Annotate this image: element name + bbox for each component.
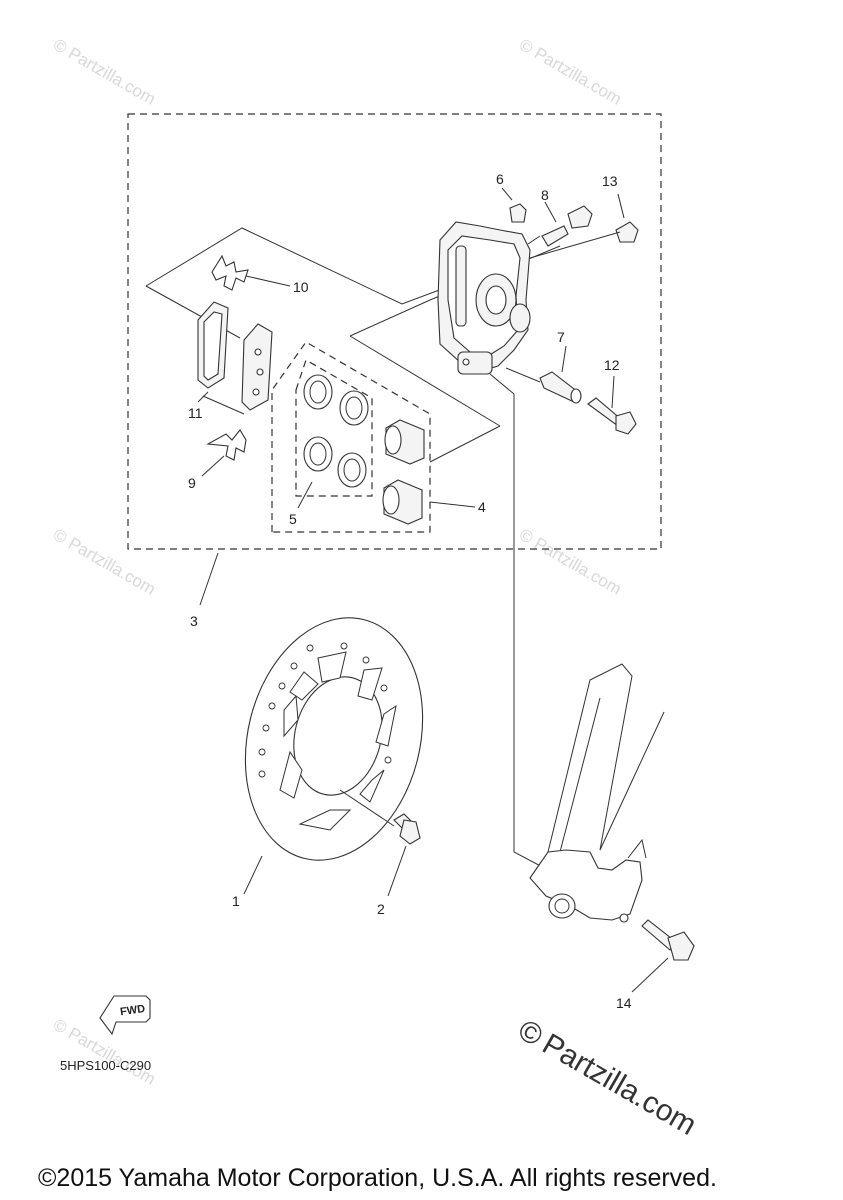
fwd-arrow-icon: FWD <box>99 995 151 1036</box>
watermark-top-right: © Partzilla.com <box>516 35 625 109</box>
pad-spring-10: 10 <box>211 254 309 295</box>
caliper-pin-7: 7 <box>539 329 582 404</box>
bolt-12: 12 <box>587 357 637 435</box>
callout-11: 11 <box>188 405 203 421</box>
callout-5: 5 <box>289 511 297 527</box>
callout-14: 14 <box>616 995 632 1011</box>
callout-1: 1 <box>232 893 240 909</box>
fwd-label: FWD <box>119 1003 146 1018</box>
callout-6: 6 <box>496 171 504 187</box>
callout-8: 8 <box>541 187 549 203</box>
pistons-4: 4 <box>382 419 486 525</box>
caliper-assembly-boundary <box>127 113 662 550</box>
bolt-14: 14 <box>616 919 695 1011</box>
brake-pads-11: 11 <box>188 301 273 421</box>
callout-12: 12 <box>604 357 620 373</box>
cap-13: 13 <box>602 173 639 243</box>
brake-disc-1: 1 <box>232 617 424 909</box>
callout-2: 2 <box>377 901 385 917</box>
caliper-mount-leader <box>489 373 549 871</box>
diagram-code: 5HPS100-C290 <box>60 1058 151 1073</box>
callout-10: 10 <box>293 279 309 295</box>
piston-seals-5: 5 <box>289 374 369 527</box>
caliper-body <box>437 221 531 375</box>
copyright-footer: ©2015 Yamaha Motor Corporation, U.S.A. A… <box>38 1164 717 1192</box>
callout-9: 9 <box>188 475 196 491</box>
watermark-bottom-left: © Partzilla.com <box>50 1015 159 1089</box>
callout-3: 3 <box>190 613 198 629</box>
watermarks: © Partzilla.com © Partzilla.com © Partzi… <box>50 35 625 1089</box>
callout-7: 7 <box>557 329 565 345</box>
pad-group-outline <box>145 227 451 305</box>
callout-4: 4 <box>478 499 486 515</box>
watermark-top-left: © Partzilla.com <box>50 35 159 109</box>
front-fork-leg <box>529 663 665 923</box>
callout-13: 13 <box>602 173 618 189</box>
bleed-cap-6: 6 <box>496 171 527 223</box>
watermark-large-text: Partzilla.com <box>537 1027 702 1141</box>
disc-bolt-2: 2 <box>339 789 421 917</box>
partzilla-large-watermark: © Partzilla.com <box>513 1013 702 1141</box>
watermark-mid-right: © Partzilla.com <box>516 525 625 599</box>
pad-spring-9: 9 <box>188 429 247 491</box>
bleed-screw-8: 8 <box>541 187 593 247</box>
watermark-mid-left: © Partzilla.com <box>50 525 159 599</box>
